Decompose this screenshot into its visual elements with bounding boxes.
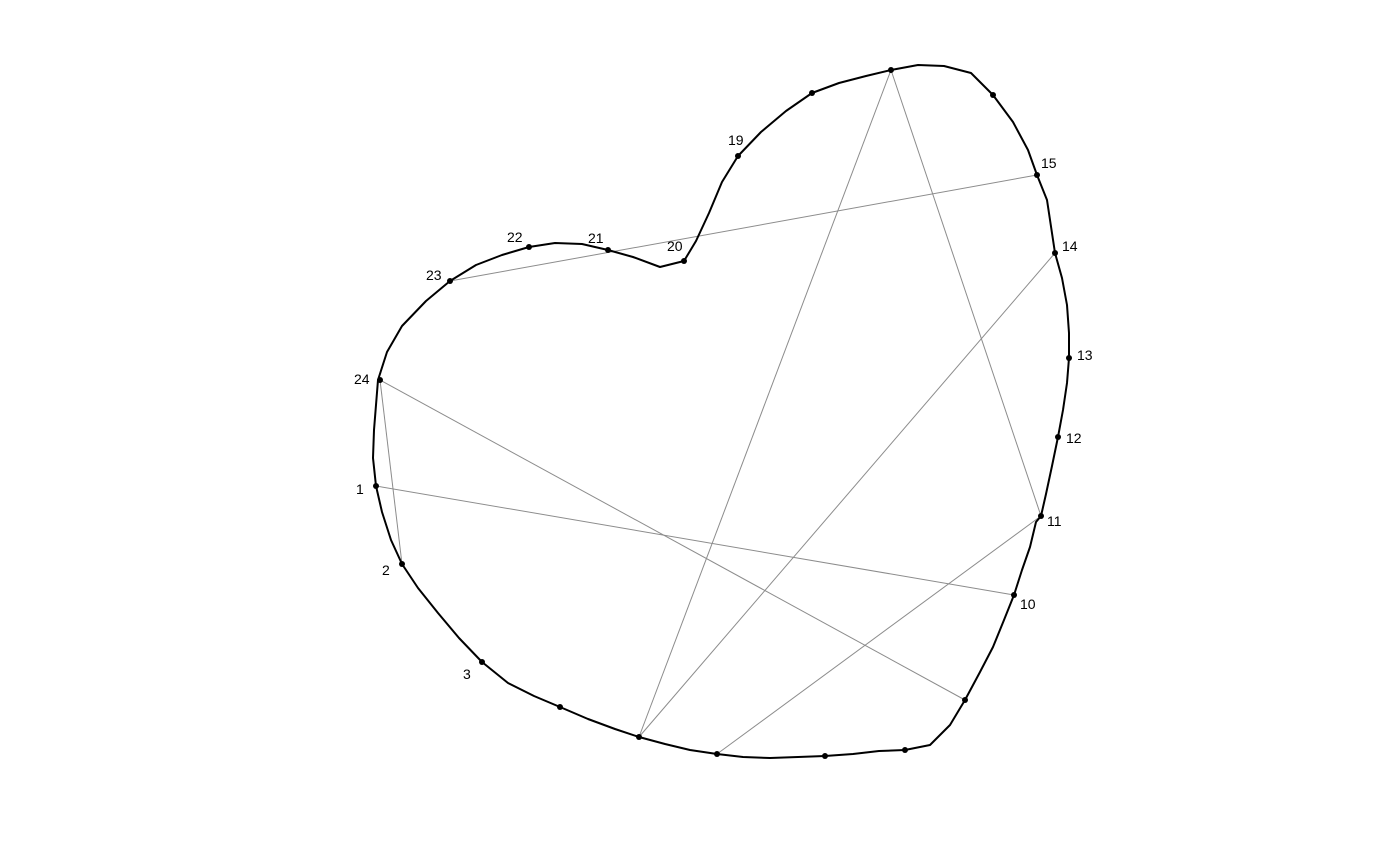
point-label-1: 1 — [356, 481, 364, 497]
point-extra-2 — [822, 753, 828, 759]
point-15 — [1034, 172, 1040, 178]
chord-24-2 — [379, 379, 403, 565]
point-label-2: 2 — [382, 562, 390, 578]
point-13 — [1066, 355, 1072, 361]
point-label-10: 10 — [1020, 596, 1036, 612]
point-label-20: 20 — [667, 238, 683, 254]
chord-24-bottom-right — [379, 379, 966, 701]
point-2 — [399, 561, 405, 567]
point-24 — [377, 377, 383, 383]
point-10 — [1011, 592, 1017, 598]
point-label-12: 12 — [1066, 430, 1082, 446]
point-12 — [1055, 434, 1061, 440]
point-3 — [479, 659, 485, 665]
point-label-22: 22 — [507, 229, 523, 245]
point-label-3: 3 — [463, 666, 471, 682]
point-bottom-a — [636, 734, 642, 740]
point-20 — [681, 258, 687, 264]
point-extra-3 — [902, 747, 908, 753]
chord-top-bottom-a — [638, 69, 892, 738]
chord-23-15 — [449, 174, 1038, 282]
point-21 — [605, 247, 611, 253]
point-label-11: 11 — [1047, 513, 1062, 529]
point-label-15: 15 — [1041, 155, 1057, 171]
point-22 — [526, 244, 532, 250]
point-label-19: 19 — [728, 132, 744, 148]
point-label-13: 13 — [1077, 347, 1093, 363]
point-extra-1 — [557, 704, 563, 710]
point-extra-4 — [809, 90, 815, 96]
point-label-23: 23 — [426, 267, 442, 283]
point-bottom-right — [962, 697, 968, 703]
point-top — [888, 67, 894, 73]
chord-1-10 — [375, 485, 1015, 596]
point-23 — [447, 278, 453, 284]
chord-14-bottom-a — [638, 252, 1056, 738]
point-1 — [373, 483, 379, 489]
chord-top-11 — [890, 69, 1042, 517]
point-label-24: 24 — [354, 371, 370, 387]
point-14 — [1052, 250, 1058, 256]
point-bottom-b — [714, 751, 720, 757]
outline-points — [373, 67, 1072, 759]
point-extra-5 — [990, 92, 996, 98]
point-label-14: 14 — [1062, 238, 1078, 254]
point-19 — [735, 153, 741, 159]
chord-11-bottom-b — [716, 515, 1042, 755]
heart-outline — [372, 64, 1070, 759]
point-label-21: 21 — [588, 230, 604, 246]
point-11 — [1038, 513, 1044, 519]
chord-lines — [375, 69, 1056, 755]
